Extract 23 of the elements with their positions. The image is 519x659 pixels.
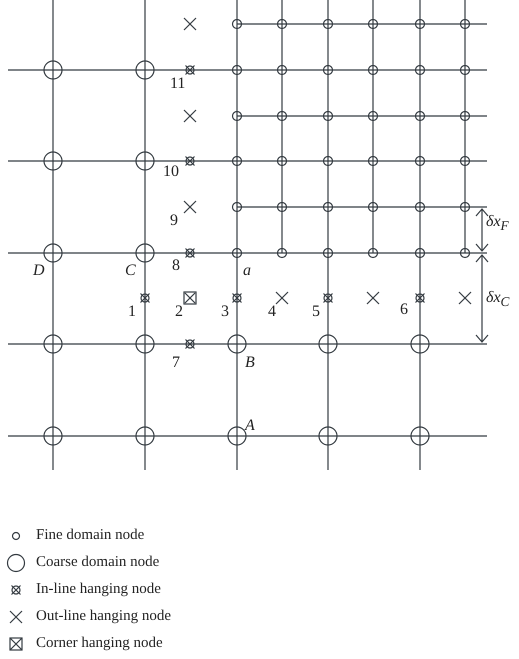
node-number: 10 xyxy=(163,164,179,180)
node-number: 3 xyxy=(221,304,229,320)
point-label: A xyxy=(245,418,255,434)
node-number: 1 xyxy=(128,304,136,320)
dimension-label: δx$_{F}$ xyxy=(486,214,509,234)
node-number: 4 xyxy=(268,304,276,320)
node-number: 8 xyxy=(172,258,180,274)
dimension-label: δx$_{C}$ xyxy=(486,290,510,310)
node-number: 2 xyxy=(175,304,183,320)
node-number: 6 xyxy=(400,302,408,318)
legend-label: In-line hanging node xyxy=(36,581,161,597)
node-number: 9 xyxy=(170,213,178,229)
legend-label: Coarse domain node xyxy=(36,554,160,570)
point-label: B xyxy=(245,355,255,371)
node-number: 5 xyxy=(312,304,320,320)
legend-label: Corner hanging node xyxy=(36,635,163,651)
legend-label: Out-line hanging node xyxy=(36,608,171,624)
node-number: 7 xyxy=(172,355,180,371)
node-number: 11 xyxy=(170,76,186,92)
point-label: C xyxy=(125,263,136,279)
point-label: a xyxy=(243,263,251,279)
point-label: D xyxy=(33,263,45,279)
legend-label: Fine domain node xyxy=(36,527,144,543)
